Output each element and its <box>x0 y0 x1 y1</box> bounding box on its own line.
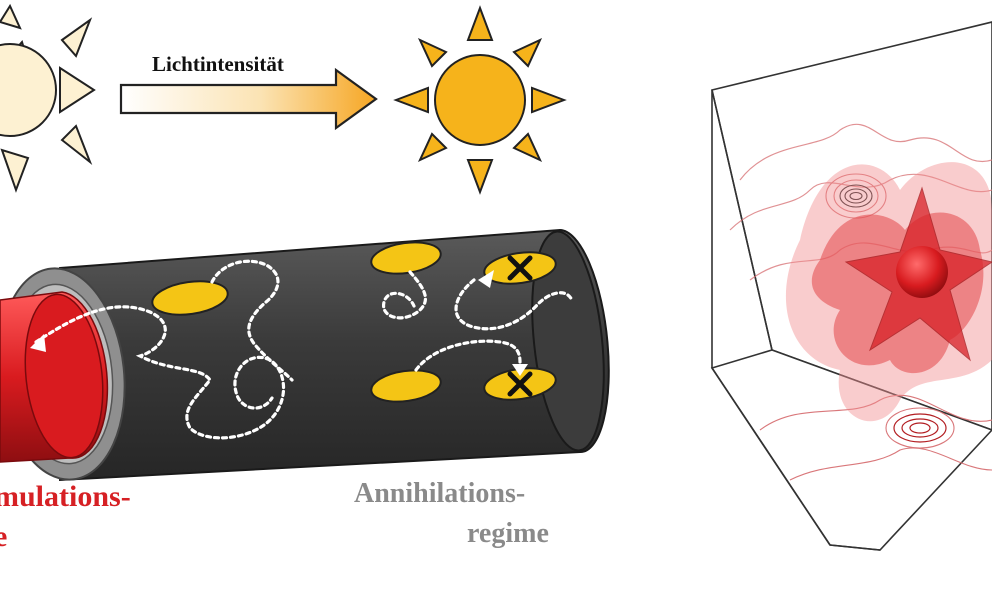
red-core <box>0 291 109 463</box>
particle <box>151 280 229 316</box>
isosurface-plot <box>710 21 992 551</box>
bright-sun-icon <box>393 5 567 195</box>
intensity-label: Lichtintensität <box>152 52 284 76</box>
accumulation-regime-label-line1: mulations- <box>0 480 131 513</box>
particle <box>370 369 442 403</box>
dim-sun-icon <box>0 3 96 193</box>
diffusion-paths <box>34 259 574 440</box>
annihilation-regime-label-line2: regime <box>467 518 549 549</box>
annihilation-regime-label-line1: Annihilations- <box>354 478 526 509</box>
annihilation-x-icon <box>507 255 533 397</box>
arrowhead-icons <box>30 270 528 376</box>
particle <box>370 241 442 275</box>
intensity-arrow <box>119 67 378 131</box>
accumulation-regime-label-line2: e <box>0 520 8 553</box>
